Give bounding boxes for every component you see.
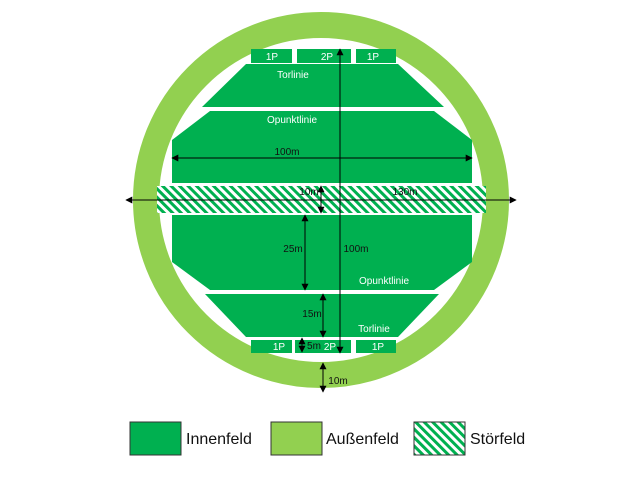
legend-label-innenfeld: Innenfeld [186, 431, 252, 448]
top-goal-area [202, 64, 444, 107]
top-zone-1p-right [356, 49, 396, 63]
top-zone-1p-left [251, 49, 292, 63]
dim-130m-diameter: 130m [392, 187, 417, 198]
legend-label-aussenfeld: Außenfeld [326, 431, 399, 448]
legend: Innenfeld Außenfeld Störfeld [129, 421, 525, 456]
bottom-zone-right-label: 1P [372, 342, 385, 353]
top-main-area [172, 111, 472, 183]
bottom-zone-1p-left [251, 340, 292, 353]
legend-swatch-stoerfeld [413, 421, 466, 456]
dim-100m-width: 100m [274, 147, 299, 158]
dimension-arrows [125, 48, 517, 393]
bottom-zone-center-label: 2P [324, 342, 337, 353]
dim-10m-outer: 10m [328, 376, 347, 387]
bottom-main-area [172, 215, 472, 290]
top-zone-center-label: 2P [321, 52, 334, 63]
dim-15m-torlinie: 15m [302, 309, 321, 320]
opunktlinie-bottom-label: Opunktlinie [359, 276, 409, 287]
dim-25m-opunkt: 25m [283, 244, 302, 255]
dim-5m-zone: 5m [307, 341, 321, 352]
legend-label-stoerfeld: Störfeld [470, 431, 525, 448]
bottom-goal-area [205, 294, 439, 337]
innenfeld-top [172, 49, 472, 183]
legend-swatch-innenfeld [129, 421, 182, 456]
torlinie-bottom-label: Torlinie [358, 324, 390, 335]
dim-10m-stoerfeld: 10m [299, 187, 318, 198]
bottom-zone-left-label: 1P [273, 342, 286, 353]
torlinie-top-label: Torlinie [277, 70, 309, 81]
bottom-zone-1p-right [356, 340, 396, 353]
top-zone-left-label: 1P [266, 52, 279, 63]
top-zone-right-label: 1P [367, 52, 380, 63]
legend-swatch-aussenfeld [270, 421, 323, 456]
dim-100m-length: 100m [343, 244, 368, 255]
opunktlinie-top-label: Opunktlinie [267, 115, 317, 126]
